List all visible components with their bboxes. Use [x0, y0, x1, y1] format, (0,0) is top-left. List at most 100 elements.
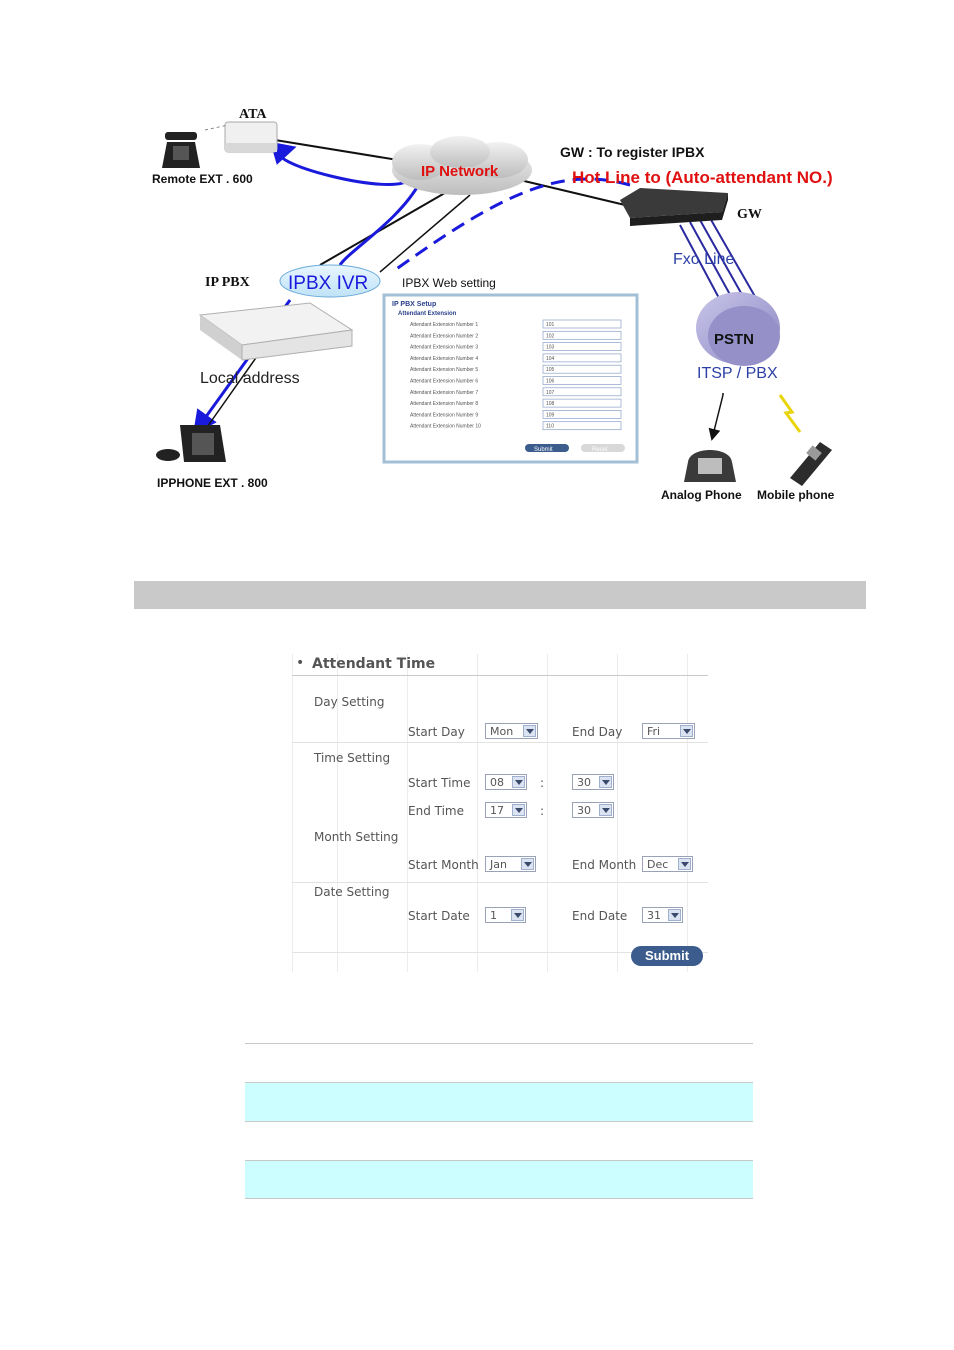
- mobile-phone-label: Mobile phone: [757, 488, 835, 502]
- attendant-time-title: Attendant Time: [312, 656, 436, 672]
- web-panel-row-input: [542, 319, 622, 329]
- end-month-label: End Month: [572, 858, 637, 872]
- end-hour-select[interactable]: 17: [485, 802, 527, 818]
- gateway-device: [620, 188, 728, 226]
- table-row: [245, 1043, 753, 1082]
- ip-phone-icon: [156, 425, 226, 462]
- start-time-label: Start Time: [408, 776, 471, 790]
- network-diagram: ATA Remote EXT . 600 IP Network GW : To …: [152, 107, 835, 502]
- chevron-down-icon: [512, 804, 525, 816]
- start-date-select[interactable]: 1: [485, 907, 526, 923]
- start-hour-value: 08: [490, 776, 504, 789]
- chevron-down-icon: [521, 858, 534, 870]
- analog-phone-label: Analog Phone: [661, 488, 742, 502]
- web-panel-row-label: Attendant Extension Number 9: [410, 412, 478, 418]
- gw-register-label: GW : To register IPBX: [560, 144, 705, 160]
- month-setting-label: Month Setting: [314, 830, 399, 844]
- analog-phone-icon: [684, 450, 736, 482]
- end-month-select[interactable]: Dec: [642, 856, 693, 872]
- fxo-line-label: Fxo Line: [673, 251, 734, 268]
- web-panel-row-input: [542, 330, 622, 340]
- web-panel-row-value: 103: [546, 345, 555, 351]
- web-panel-row-input: [542, 376, 622, 385]
- ip-network-label: IP Network: [421, 163, 499, 180]
- ipbx-web-setting-label: IPBX Web setting: [402, 276, 496, 290]
- web-panel-submit: Submit: [534, 447, 553, 453]
- end-hour-value: 17: [490, 804, 504, 817]
- end-day-select[interactable]: Fri: [642, 723, 695, 739]
- start-date-value: 1: [490, 909, 497, 922]
- time-setting-label: Time Setting: [314, 751, 391, 765]
- end-date-select[interactable]: 31: [642, 907, 683, 923]
- start-day-label: Start Day: [408, 725, 465, 739]
- itsp-pbx-label: ITSP / PBX: [697, 365, 778, 382]
- ipbx-ivr-bubble: [279, 264, 381, 298]
- web-panel-row-label: Attendant Extension Number 1: [410, 322, 478, 328]
- remote-ext-label: Remote EXT . 600: [152, 172, 253, 186]
- start-day-select[interactable]: Mon: [485, 723, 538, 739]
- chevron-down-icon: [511, 909, 524, 921]
- web-panel-row-value: 106: [546, 379, 555, 385]
- web-panel-row-input: [542, 398, 622, 408]
- web-panel-row-input: [542, 410, 622, 419]
- date-setting-label: Date Setting: [314, 885, 390, 899]
- ipbx-ivr-label: IPBX IVR: [288, 273, 368, 294]
- table-row: [245, 1082, 753, 1121]
- web-panel-row-label: Attendant Extension Number 7: [410, 390, 478, 396]
- web-panel-row-label: Attendant Extension Number 5: [410, 367, 478, 373]
- ata-label: ATA: [239, 107, 267, 122]
- ip-pbx-label: IP PBX: [205, 275, 250, 290]
- local-address-label: Local address: [200, 370, 300, 387]
- web-panel-reset: Reset: [592, 447, 608, 453]
- web-panel-row-value: 109: [546, 412, 555, 418]
- table-row: [245, 1121, 753, 1160]
- web-panel-row-label: Attendant Extension Number 6: [410, 379, 478, 385]
- start-month-label: Start Month: [408, 858, 479, 872]
- table-row: [245, 1160, 753, 1199]
- end-date-value: 31: [647, 909, 661, 922]
- web-panel-row-label: Attendant Extension Number 3: [410, 345, 478, 351]
- web-panel-row-value: 102: [546, 333, 555, 339]
- start-hour-select[interactable]: 08: [485, 774, 527, 790]
- start-day-value: Mon: [490, 725, 514, 738]
- web-panel-row-label: Attendant Extension Number 4: [410, 356, 478, 362]
- chevron-down-icon: [523, 725, 536, 737]
- chevron-down-icon: [678, 858, 691, 870]
- web-panel-row-input: [542, 342, 622, 351]
- web-panel-row-label: Attendant Extension Number 2: [410, 333, 478, 339]
- mobile-phone-icon: [790, 442, 832, 486]
- gw-label: GW: [737, 207, 762, 222]
- end-day-value: Fri: [647, 725, 661, 738]
- time-colon: :: [540, 776, 545, 790]
- end-time-label: End Time: [408, 804, 464, 818]
- ip-pbx-device: [198, 302, 354, 361]
- web-panel-row-value: 104: [546, 356, 555, 362]
- pstn-cylinder: [696, 292, 780, 366]
- end-day-label: End Day: [572, 725, 623, 739]
- web-panel-row-value: 110: [546, 424, 554, 430]
- web-panel-section: Attendant Extension: [398, 311, 457, 317]
- web-panel-row-input: [542, 353, 622, 363]
- chevron-down-icon: [668, 909, 681, 921]
- web-panel-row-input: [542, 421, 622, 431]
- telephone-icon: [162, 132, 200, 168]
- end-minute-select[interactable]: 30: [572, 802, 614, 818]
- web-setting-panel: IP PBX Setup Attendant Extension Attenda…: [382, 293, 639, 464]
- web-panel-row-label: Attendant Extension Number 8: [410, 401, 478, 407]
- web-panel-row-input: [542, 364, 622, 374]
- start-date-label: Start Date: [408, 909, 470, 923]
- web-panel-row-value: 108: [546, 401, 555, 407]
- chevron-down-icon: [512, 776, 525, 788]
- description-table: [245, 1043, 753, 1199]
- start-month-select[interactable]: Jan: [485, 856, 536, 872]
- start-month-value: Jan: [490, 858, 507, 871]
- section-header-bar: [134, 581, 866, 609]
- chevron-down-icon: [680, 725, 693, 737]
- end-month-value: Dec: [647, 858, 669, 871]
- web-panel-row-value: 105: [546, 367, 555, 373]
- pstn-label: PSTN: [714, 331, 754, 348]
- submit-button[interactable]: Submit: [631, 946, 703, 966]
- start-minute-value: 30: [577, 776, 591, 789]
- start-minute-select[interactable]: 30: [572, 774, 614, 790]
- web-panel-row-value: 101: [546, 322, 555, 328]
